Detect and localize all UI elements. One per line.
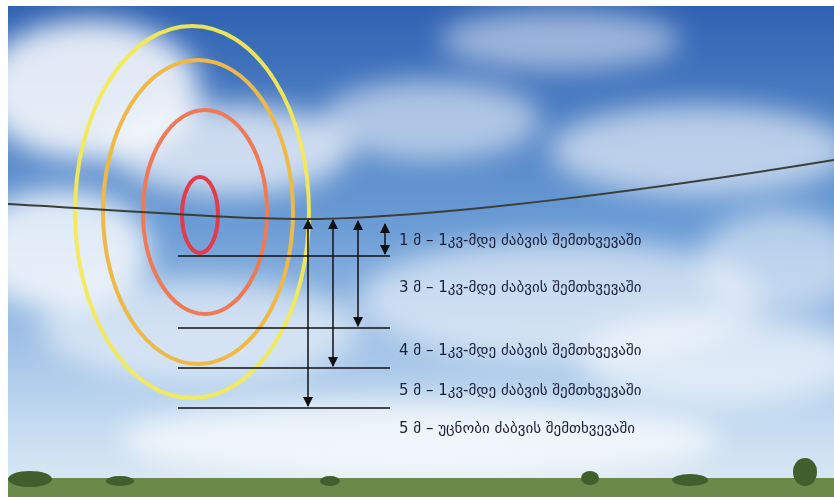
distance-label: 5 მ – 1კვ-მდე ძაბვის შემთხვევაში <box>399 381 641 399</box>
distance-label: 3 მ – 1კვ-მდე ძაბვის შემთხვევაში <box>399 278 641 296</box>
distance-label: 5 მ – უცნობი ძაბვის შემთხვევაში <box>399 419 635 437</box>
field-rings <box>75 26 309 398</box>
power-line <box>8 160 834 219</box>
clouds <box>0 10 834 480</box>
distance-arrows <box>308 220 385 406</box>
distance-label: 1 მ – 1კვ-მდე ძაბვის შემთხვევაში <box>399 231 641 249</box>
trees <box>8 458 817 487</box>
distance-label: 4 მ – 1კვ-მდე ძაბვის შემთხვევაში <box>399 341 641 359</box>
